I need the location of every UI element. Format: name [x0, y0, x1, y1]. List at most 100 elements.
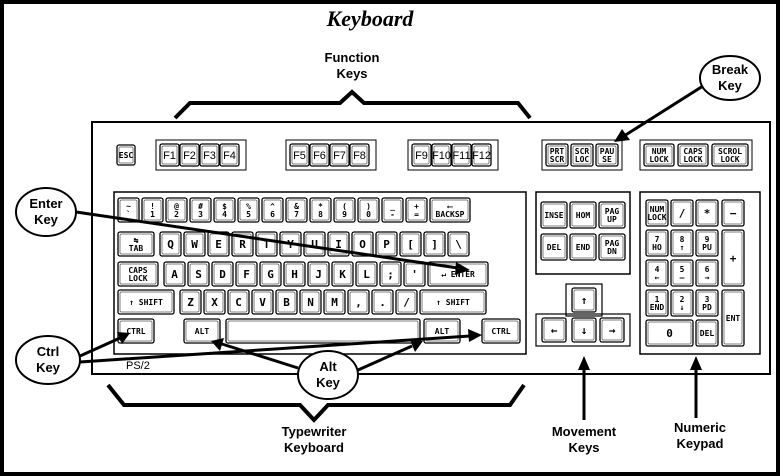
- ctrl-arrowhead-right: [468, 329, 482, 342]
- key-n-z5-key: N: [299, 289, 322, 315]
- arrow-left-keycap: [541, 317, 567, 343]
- numpad-1-keycap: [645, 289, 669, 317]
- key-9-9-label-1: (: [342, 202, 347, 211]
- key-sym-q11-key: ]: [423, 231, 446, 257]
- key-7-7-key: &7: [285, 197, 308, 223]
- shift-right-label: ↑ SHIFT: [436, 298, 470, 307]
- numpad-del-keycap: [695, 319, 719, 347]
- key-6-6-keytop: [263, 199, 282, 221]
- f1-label: F1: [163, 150, 176, 162]
- numpad-2-keycap: [670, 289, 694, 317]
- key-j-a6-label: J: [315, 268, 322, 281]
- numpad-numlock-label-2: LOCK: [647, 213, 666, 222]
- shift-right-key: ↑ SHIFT: [419, 289, 487, 315]
- key-sym-z8-label: .: [379, 296, 386, 309]
- page-down-label-1: PAG: [605, 239, 620, 248]
- f1-key: F1: [159, 143, 180, 167]
- callout-break-line1: Break: [712, 62, 749, 77]
- numpad-8-key: 8↑: [670, 229, 694, 257]
- numpad-9-key: 9PU: [695, 229, 719, 257]
- arrow-right-keycap: [599, 317, 625, 343]
- key-p-q9-keycap: [375, 231, 398, 257]
- key-9-9-label-2: 9: [342, 210, 347, 219]
- numpad-0-label: 0: [666, 327, 673, 340]
- key-g-a4-keytop: [261, 263, 280, 285]
- numpad-plus-label: +: [730, 252, 737, 265]
- numpad-minus-keycap: [721, 199, 745, 227]
- key-sym-q11-keytop: [425, 233, 444, 255]
- esc-key: ESC: [116, 144, 136, 166]
- movement-arrowhead: [578, 356, 590, 370]
- arrow-left-label: ←: [551, 324, 558, 337]
- key-sym-z9-keycap: [395, 289, 418, 315]
- key-sym-a9-keycap: [379, 261, 402, 287]
- f6-keycap: [309, 143, 330, 167]
- arrow-right-label: →: [609, 324, 616, 337]
- callout-ctrl-bubble: [15, 335, 81, 385]
- key-1-1-label-2: 1: [150, 210, 155, 219]
- key-2-2-label-2: 2: [174, 210, 179, 219]
- numpad-6-keycap: [695, 259, 719, 287]
- key-z-z0-keycap: [179, 289, 202, 315]
- home-key: HOM: [569, 201, 597, 229]
- key-4-4-keytop: [215, 199, 234, 221]
- page-down-keytop: [600, 235, 624, 259]
- key-8-8-label-2: 8: [318, 210, 323, 219]
- tab-keytop: [119, 233, 153, 255]
- numpad-9-label-2: PU: [702, 243, 712, 252]
- key-sym-z7-keycap: [347, 289, 370, 315]
- numpad-8-keytop: [672, 231, 692, 255]
- key-t-q4-key: T: [255, 231, 278, 257]
- numpad-divide-key: /: [670, 199, 694, 227]
- numpad-multiply-key: *: [695, 199, 719, 227]
- page-up-label-1: PAG: [605, 207, 620, 216]
- key-p-q9-keytop: [377, 233, 396, 255]
- key-q-q0-keytop: [161, 233, 180, 255]
- shift-right-keytop: [421, 291, 485, 313]
- key-v-z3-keycap: [251, 289, 274, 315]
- callout-alt-line2: Key: [316, 375, 341, 390]
- key-c-z2-keycap: [227, 289, 250, 315]
- shift-left-key: ↑ SHIFT: [117, 289, 175, 315]
- f9-keycap: [411, 143, 432, 167]
- f-group-1-outline: [155, 139, 247, 171]
- callout-break-bubble: [699, 55, 761, 101]
- scroll-lock-left-label-1: SCR: [575, 147, 590, 156]
- scroll-lock-top-label-2: LOCK: [720, 155, 739, 164]
- key-h-a5-keytop: [285, 263, 304, 285]
- numpad-5-label-1: 5: [680, 265, 685, 274]
- numpad-plus-keytop: [723, 231, 743, 285]
- f2-keycap: [179, 143, 200, 167]
- alt-left-key: ALT: [183, 318, 221, 344]
- key-sym-q12-key: \: [447, 231, 470, 257]
- key-s-a1-keytop: [189, 263, 208, 285]
- key-t-q4-label: T: [263, 238, 270, 251]
- arrow-up-outline: [565, 283, 603, 317]
- tab-keycap: [117, 231, 155, 257]
- key-h-a5-label: H: [291, 268, 298, 281]
- key-g-a4-keycap: [259, 261, 282, 287]
- numpad-8-label-1: 8: [680, 235, 685, 244]
- key-o-q8-keycap: [351, 231, 374, 257]
- numpad-3-key: 3PD: [695, 289, 719, 317]
- numpad-7-label-1: 7: [655, 235, 660, 244]
- scroll-lock-top-keycap: [711, 143, 749, 167]
- key-sym-0-label-1: ~: [126, 202, 131, 211]
- pause-label-1: PAU: [600, 147, 615, 156]
- break-arrow-line: [623, 84, 704, 138]
- key-4-4-label-1: $: [222, 202, 227, 211]
- f9-label: F9: [415, 150, 428, 162]
- key-sym-q12-label: \: [455, 238, 462, 251]
- arrow-right-keytop: [601, 319, 623, 341]
- numpad-divide-keycap: [670, 199, 694, 227]
- callout-typewriter-line1: Typewriter: [282, 424, 347, 439]
- numpad-enter-keytop: [723, 291, 743, 345]
- numpad-plus-key: +: [721, 229, 745, 287]
- key-n-z5-keycap: [299, 289, 322, 315]
- key-l-a8-keytop: [357, 263, 376, 285]
